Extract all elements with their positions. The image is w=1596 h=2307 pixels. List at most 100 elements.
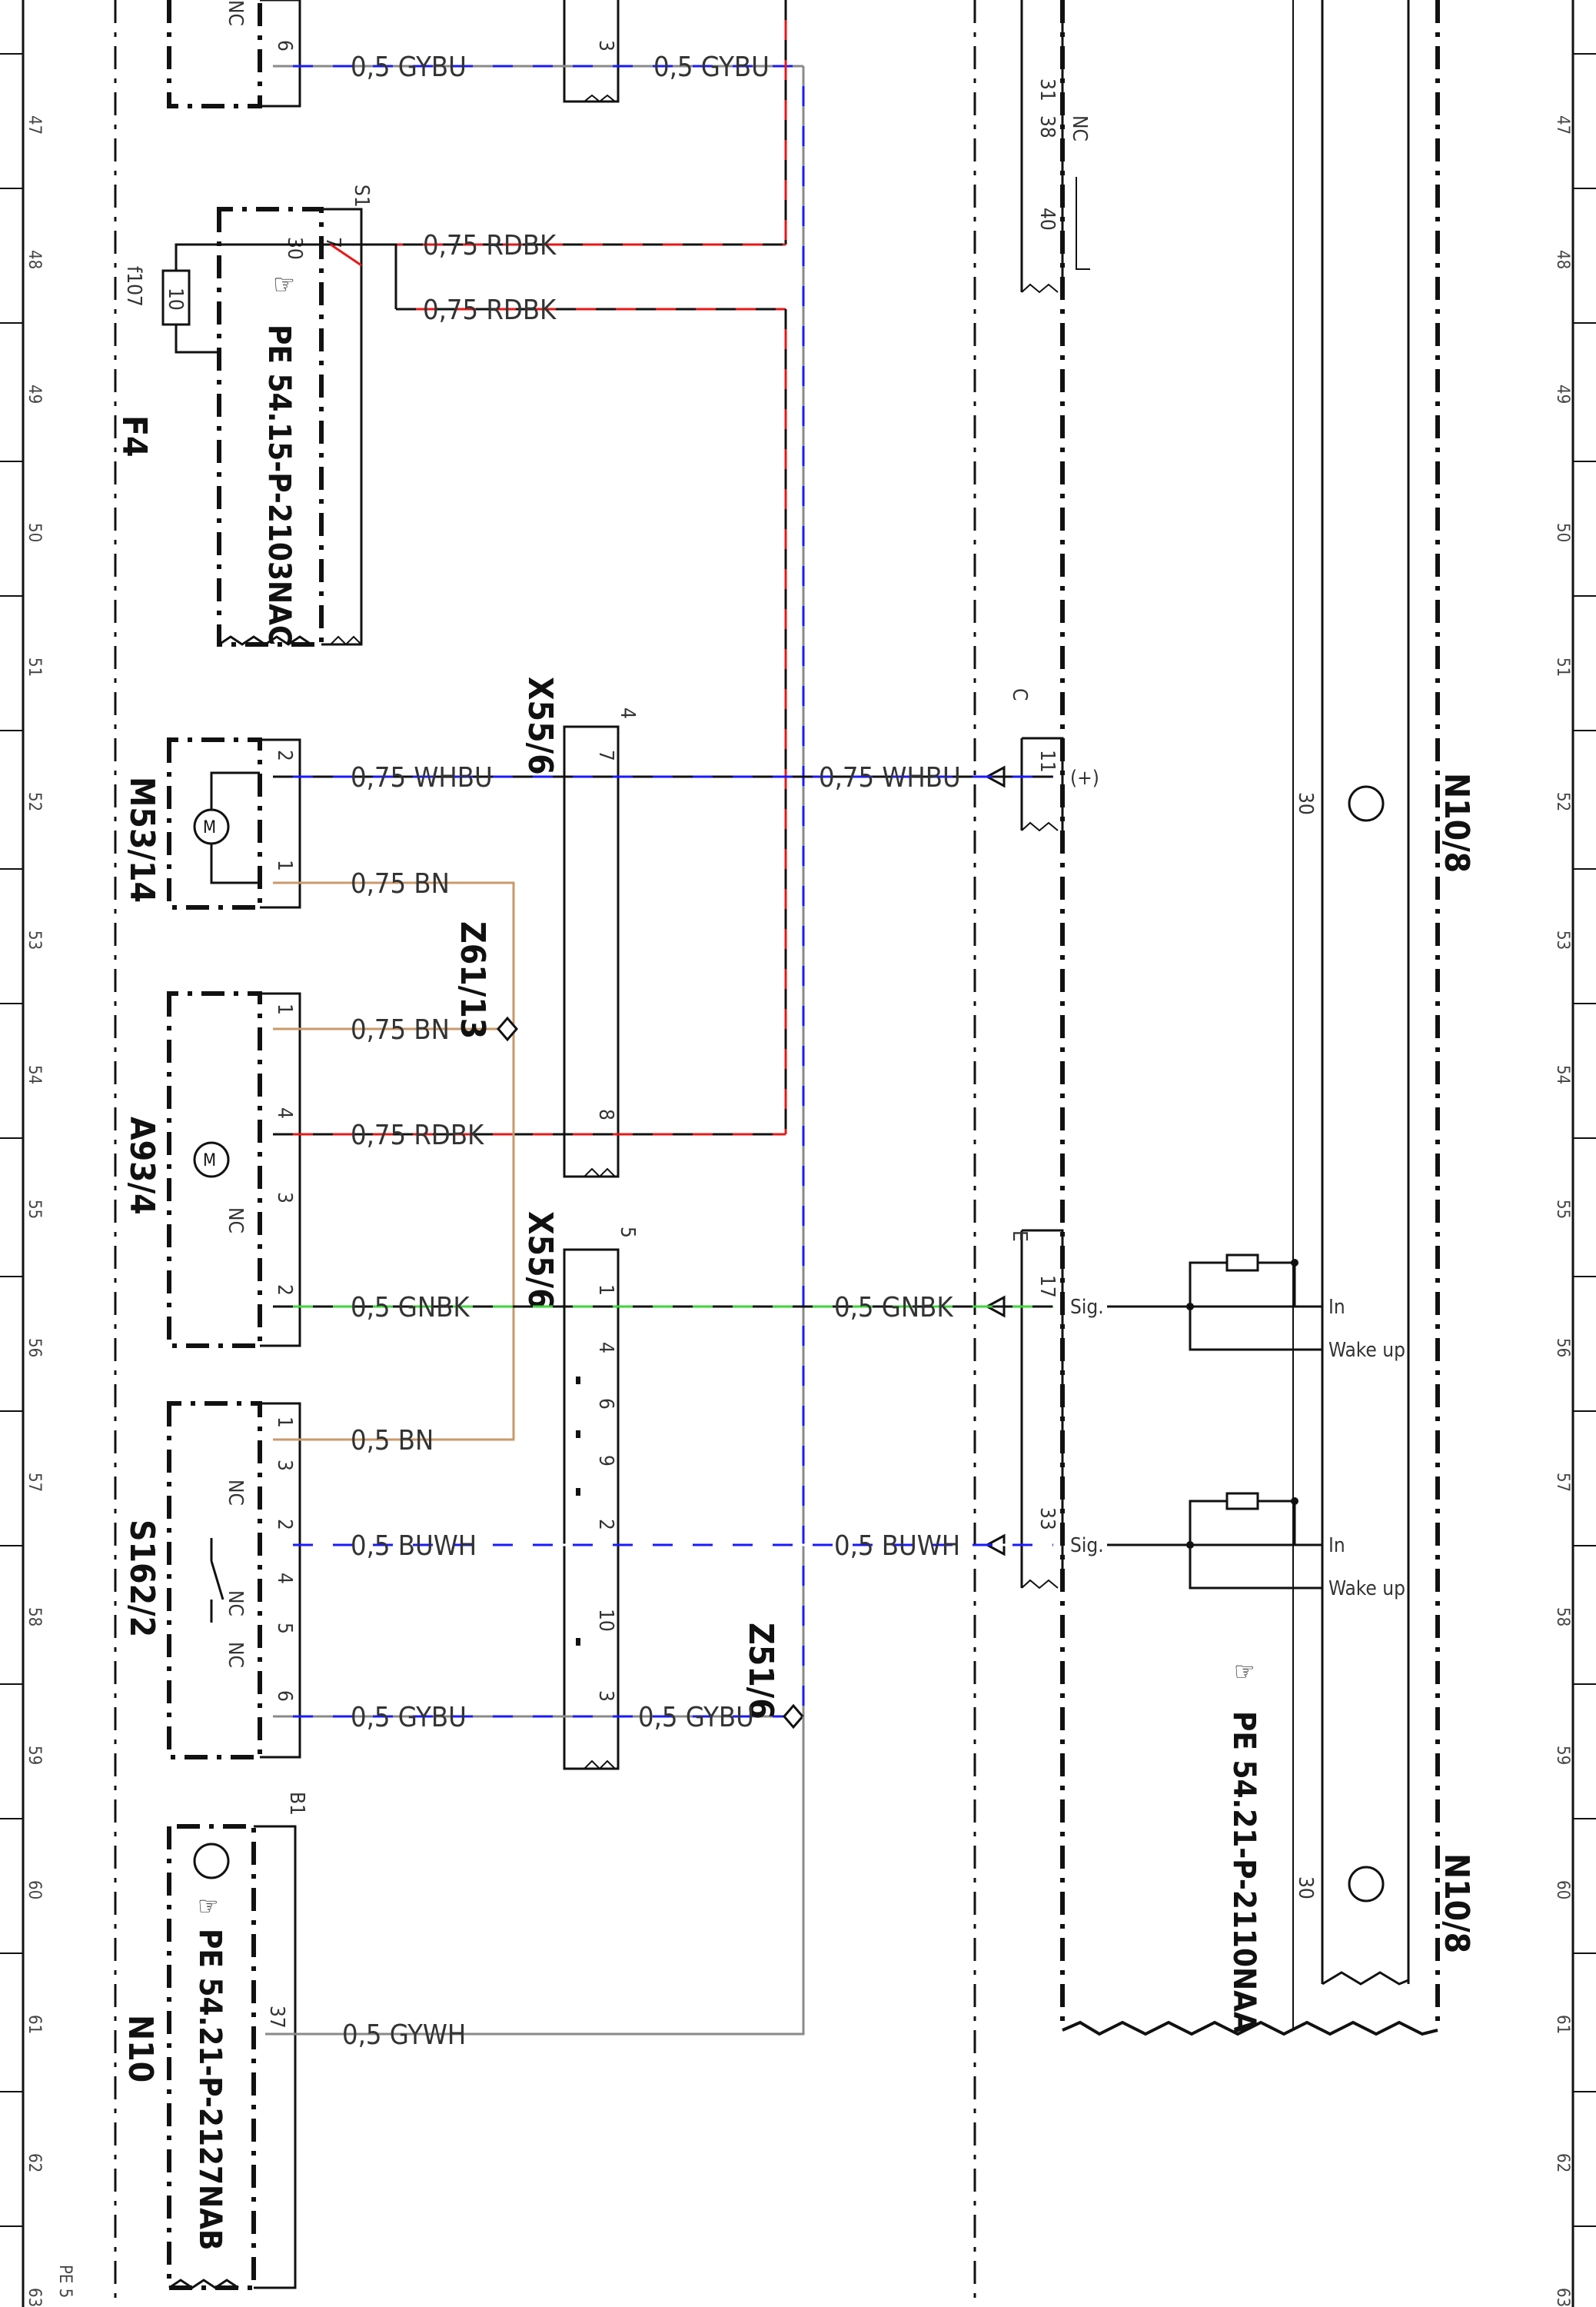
ruler-label-left-51: 51 xyxy=(25,657,44,677)
s162-2-pin-1: 1 xyxy=(273,1416,296,1428)
a93-4-pin-2: 2 xyxy=(273,1284,296,1296)
n10-8-sig-b: Sig. xyxy=(1070,1534,1104,1557)
top-block-pin: 6 xyxy=(273,40,296,52)
wire-label-rdbk-1: 0,75 RDBK xyxy=(423,230,557,261)
n10-8-top-pin-40: 40 xyxy=(1036,208,1059,231)
ruler-label-left-62: 62 xyxy=(25,2153,44,2172)
n10-pin-37: 37 xyxy=(265,2006,288,2029)
ruler-label-right-61: 61 xyxy=(1553,2015,1572,2034)
svg-text:M: M xyxy=(203,818,216,837)
n10-component: B1 37 ☞ PE 54.21-P-2127NAB N10 xyxy=(121,1792,308,2290)
wire-label-gnbk-1: 0,5 GNBK xyxy=(351,1292,470,1323)
z51-6-label: Z51/6 xyxy=(741,1623,780,1719)
top-block: NC 6 xyxy=(167,0,301,108)
ruler-label-left-49: 49 xyxy=(25,384,44,404)
n10-8-doc-hand-icon: ☞ xyxy=(1234,1656,1255,1687)
a93-4-pin-4: 4 xyxy=(273,1107,296,1119)
top-block-nc: NC xyxy=(224,0,247,26)
ruler-label-right-49: 49 xyxy=(1553,384,1572,404)
ruler-label-left-59: 59 xyxy=(25,1746,44,1765)
ruler-label-left-47: 47 xyxy=(25,115,44,135)
x55-6-connector-4: 4 7 8 X55/6 xyxy=(520,677,639,1178)
f4-pin-30: 30 xyxy=(283,237,306,260)
a93-4-label: A93/4 xyxy=(122,1117,161,1215)
ruler-label-left-48: 48 xyxy=(25,250,44,269)
wire-label-whbu-2: 0,75 WHBU xyxy=(819,762,961,794)
wire-label-gybu-top-1: 0,5 GYBU xyxy=(351,52,467,83)
left-ruler: 47 48 49 50 51 52 53 54 55 56 57 58 59 6… xyxy=(0,0,75,2307)
wire-label-buwh-1: 0,5 BUWH xyxy=(351,1530,477,1562)
s162-2-nc-5: NC xyxy=(224,1642,247,1668)
wire-label-gywh: 0,5 GYWH xyxy=(342,2019,466,2051)
ruler-label-right-58: 58 xyxy=(1553,1607,1572,1626)
n10-doc-hand-icon: ☞ xyxy=(198,1891,218,1922)
s162-2-component: 1 3 2 4 5 6 NC NC NC S162/2 xyxy=(122,1401,301,1759)
ruler-label-left-53: 53 xyxy=(25,930,44,950)
f4-label: F4 xyxy=(115,415,154,458)
ruler-label-right-50: 50 xyxy=(1553,523,1572,542)
ruler-label-left-50: 50 xyxy=(25,523,44,542)
s162-2-pin-6: 6 xyxy=(273,1690,296,1702)
x55-6-b-pin-4: 4 xyxy=(594,1342,617,1353)
ruler-label-left-61: 61 xyxy=(25,2015,44,2034)
wire-label-bn-1: 0,75 BN xyxy=(351,868,450,900)
ruler-label-left-57: 57 xyxy=(25,1473,44,1492)
s162-2-pin-3: 3 xyxy=(273,1460,296,1471)
x55-6-b-pin-3: 3 xyxy=(594,1690,617,1702)
ruler-label-right-55: 55 xyxy=(1553,1200,1572,1219)
ruler-label-right-60: 60 xyxy=(1553,1880,1572,1899)
s162-2-nc-3: NC xyxy=(224,1480,247,1506)
f4-component: S1 30 7 PE 54.15-P-2103NAC F4 10 f107 ☞ xyxy=(115,185,373,647)
transistor-icon xyxy=(1348,1866,1385,1903)
wire-label-rdbk-2: 0,75 RDBK xyxy=(423,295,557,326)
ruler-label-right-48: 48 xyxy=(1553,250,1572,269)
m53-14-component: M 2 1 M53/14 xyxy=(122,737,301,910)
n10-8-doc-ref: PE 54.21-P-2110NAA xyxy=(1226,1711,1262,2033)
x55-6-b-pin-1: 1 xyxy=(594,1284,617,1296)
n10-8-pin-17: 17 xyxy=(1036,1275,1059,1298)
n10-8-top-pin-38: 38 xyxy=(1036,115,1059,138)
n10-8-wake-b: Wake up xyxy=(1328,1577,1405,1600)
x55-6-b-pin-2: 2 xyxy=(594,1519,617,1530)
wires: Z61/13 Z51/6 xyxy=(265,0,1053,2036)
n10-8-wake-a: Wake up xyxy=(1328,1339,1405,1362)
n10-8-component: 31 38 40 NC 30 30 N10/8 N10/8 ☞ PE 54.21… xyxy=(984,0,1476,2036)
wire-label-gybu-top-2: 0,5 GYBU xyxy=(653,52,770,83)
switch-icon xyxy=(210,1538,224,1623)
ruler-label-right-62: 62 xyxy=(1553,2153,1572,2172)
s162-2-pin-4: 4 xyxy=(273,1573,296,1584)
ruler-label-left-55: 55 xyxy=(25,1200,44,1219)
s162-2-pin-2: 2 xyxy=(273,1519,296,1530)
n10-8-plus-label: (+) xyxy=(1070,767,1099,790)
m53-14-pin-1: 1 xyxy=(273,860,296,871)
wire-label-bn-3: 0,5 BN xyxy=(351,1425,434,1456)
svg-text:M: M xyxy=(203,1151,216,1170)
wire-label-bn-2: 0,75 BN xyxy=(351,1014,450,1046)
x55-6-b-pin-9: 9 xyxy=(594,1455,617,1466)
ruler-label-left-58: 58 xyxy=(25,1607,44,1626)
ruler-label-right-47: 47 xyxy=(1553,115,1572,135)
x55-6-a-pin-8: 8 xyxy=(594,1109,617,1120)
ruler-label-left-63: 63 xyxy=(25,2288,44,2307)
transistor-icon xyxy=(193,1843,230,1879)
top-connector-pin: 3 xyxy=(594,40,617,52)
x55-6-b-connector: 5 xyxy=(616,1227,639,1238)
n10-8-connector-c: C xyxy=(1008,688,1031,701)
splice-z61-13 xyxy=(497,1016,518,1042)
n10-8-line-30-a: 30 xyxy=(1294,792,1317,815)
n10-8-pin-11: 11 xyxy=(1036,750,1059,773)
x55-6-b-pin-6: 6 xyxy=(594,1398,617,1410)
ruler-label-right-52: 52 xyxy=(1553,792,1572,811)
n10-doc-ref: PE 54.21-P-2127NAB xyxy=(192,1929,228,2250)
wire-label-gybu-2: 0,5 GYBU xyxy=(638,1702,754,1733)
ruler-label-right-57: 57 xyxy=(1553,1473,1572,1492)
n10-8-connector-e: E xyxy=(1008,1230,1031,1242)
f4-connector-label: S1 xyxy=(350,185,373,208)
right-ruler: 47 48 49 50 51 52 53 54 55 56 57 58 59 6… xyxy=(1553,0,1596,2307)
ruler-label-left-52: 52 xyxy=(25,792,44,811)
ruler-label-right-63: 63 xyxy=(1553,2288,1572,2307)
x55-6-b-pin-10: 10 xyxy=(594,1609,617,1632)
s162-2-pin-5: 5 xyxy=(273,1623,296,1634)
m53-14-label: M53/14 xyxy=(122,777,161,903)
